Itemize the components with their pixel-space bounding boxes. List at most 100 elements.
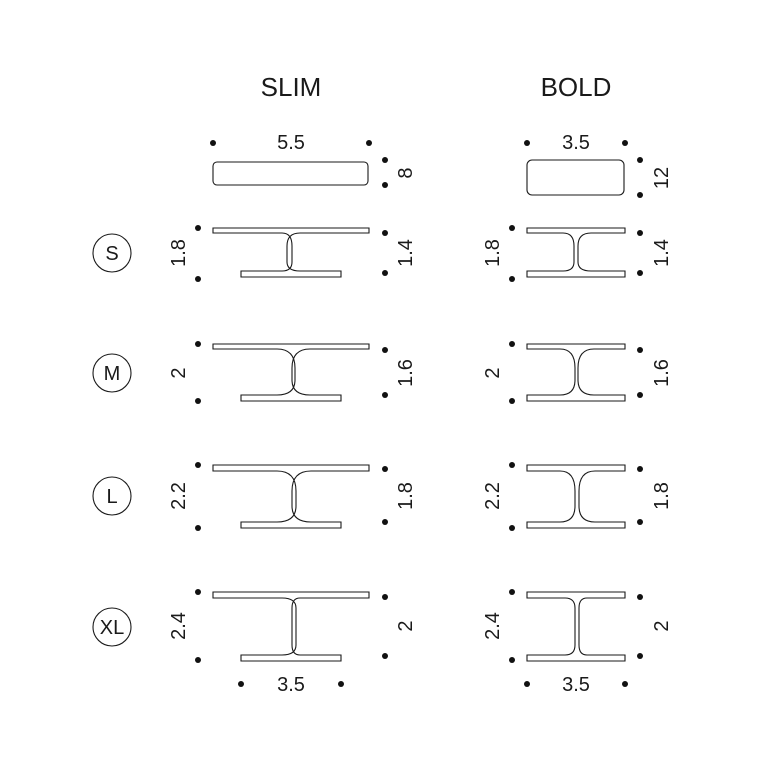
slim-s-depth-label: 1.4: [395, 239, 417, 267]
dimension-dot: [622, 140, 628, 146]
slim-profile-s: 1.8 1.4: [168, 225, 417, 282]
bold-l-beam-shape: [526, 464, 626, 529]
slim-l-height-label: 2.2: [168, 482, 190, 510]
bold-m-height-label: 2: [482, 367, 504, 378]
size-label-text: XL: [100, 617, 124, 639]
bold-xl-depth-label: 2: [651, 620, 673, 631]
bold-bottom-width: 3.5: [524, 674, 628, 696]
dimension-dot: [637, 230, 643, 236]
size-circle: [92, 233, 132, 273]
dimension-dot: [622, 681, 628, 687]
size-circle: [92, 353, 132, 393]
dimension-dot: [509, 525, 515, 531]
slim-l-beam-shape: [212, 464, 370, 529]
dimension-dot: [210, 140, 216, 146]
slim-l-depth-label: 1.8: [395, 482, 417, 510]
bold-s-height-label: 1.8: [482, 239, 504, 267]
dimension-dot: [637, 392, 643, 398]
size-circle: [92, 476, 132, 516]
dimension-dot: [195, 657, 201, 663]
size-circle: [92, 607, 132, 647]
slim-bottom-width-label: 3.5: [277, 674, 305, 696]
dimension-dot: [509, 225, 515, 231]
dimension-dot: [637, 519, 643, 525]
dimension-dot: [382, 270, 388, 276]
dimension-dot: [509, 462, 515, 468]
bold-xl-height-label: 2.4: [482, 612, 504, 640]
slim-top-rectangle: [212, 161, 369, 186]
dimension-dot: [195, 398, 201, 404]
slim-bottom-width: 3.5: [238, 674, 344, 696]
bold-profile-xl: 2.4 2: [482, 589, 673, 663]
slim-s-height-label: 1.8: [168, 239, 190, 267]
size-label-xl: XL: [92, 607, 132, 647]
bold-profile-s: 1.8 1.4: [482, 225, 673, 282]
dimension-dot: [382, 653, 388, 659]
dimension-dot: [524, 681, 530, 687]
slim-m-height-label: 2: [168, 367, 190, 378]
size-label-s: S: [92, 233, 132, 273]
dimension-dot: [195, 589, 201, 595]
dimension-dot: [637, 192, 643, 198]
bold-xl-beam-shape: [526, 591, 626, 662]
dimension-dot: [366, 140, 372, 146]
dimension-dot: [637, 270, 643, 276]
dimension-dot: [509, 398, 515, 404]
dimension-dot: [382, 392, 388, 398]
dimension-dot: [238, 681, 244, 687]
size-label-text: S: [105, 243, 118, 265]
bold-bottom-width-label: 3.5: [562, 674, 590, 696]
bold-s-depth-label: 1.4: [651, 239, 673, 267]
dimension-dot: [382, 519, 388, 525]
slim-top-width-label: 5.5: [277, 132, 305, 154]
dimension-dot: [637, 466, 643, 472]
dimension-dot: [637, 653, 643, 659]
slim-profile-l: 2.2 1.8: [168, 462, 417, 531]
bold-s-beam-shape: [526, 227, 626, 278]
column-title-bold: BOLD: [541, 72, 612, 102]
dimension-dot: [509, 341, 515, 347]
bold-l-depth-label: 1.8: [651, 482, 673, 510]
slim-m-depth-label: 1.6: [395, 359, 417, 387]
bold-top-view: 3.5 12: [524, 132, 673, 198]
dimension-dot: [195, 225, 201, 231]
slim-top-view: 5.5 8: [210, 132, 417, 188]
bold-profile-m: 2 1.6: [482, 341, 673, 404]
bold-top-width-label: 3.5: [562, 132, 590, 154]
bold-profile-l: 2.2 1.8: [482, 462, 673, 531]
bold-l-height-label: 2.2: [482, 482, 504, 510]
slim-s-beam-shape: [212, 227, 370, 278]
slim-top-height-label: 8: [395, 167, 417, 178]
dimension-dot: [637, 157, 643, 163]
dimension-dot: [382, 347, 388, 353]
bold-top-rectangle: [526, 159, 625, 196]
dimension-dot: [338, 681, 344, 687]
slim-profile-m: 2 1.6: [168, 341, 417, 404]
dimension-dot: [195, 462, 201, 468]
dimension-dot: [509, 276, 515, 282]
column-title-slim: SLIM: [261, 72, 322, 102]
dimension-dot: [195, 341, 201, 347]
dimension-dot: [382, 594, 388, 600]
slim-m-beam-shape: [212, 343, 370, 402]
bold-m-depth-label: 1.6: [651, 359, 673, 387]
dimension-dot: [382, 466, 388, 472]
dimension-dot: [195, 276, 201, 282]
dimension-dot: [382, 182, 388, 188]
dimension-dot: [637, 347, 643, 353]
bold-top-height-label: 12: [651, 167, 673, 189]
size-label-text: L: [106, 486, 117, 508]
dimension-dot: [524, 140, 530, 146]
slim-profile-xl: 2.4 2: [168, 589, 417, 663]
dimension-dot: [509, 589, 515, 595]
size-label-m: M: [92, 353, 132, 393]
bold-m-beam-shape: [526, 343, 626, 402]
dimension-dot: [382, 230, 388, 236]
slim-xl-depth-label: 2: [395, 620, 417, 631]
dimension-dot: [195, 525, 201, 531]
dimension-dot: [637, 594, 643, 600]
dimension-dot: [509, 657, 515, 663]
size-label-l: L: [92, 476, 132, 516]
size-label-text: M: [104, 363, 121, 385]
